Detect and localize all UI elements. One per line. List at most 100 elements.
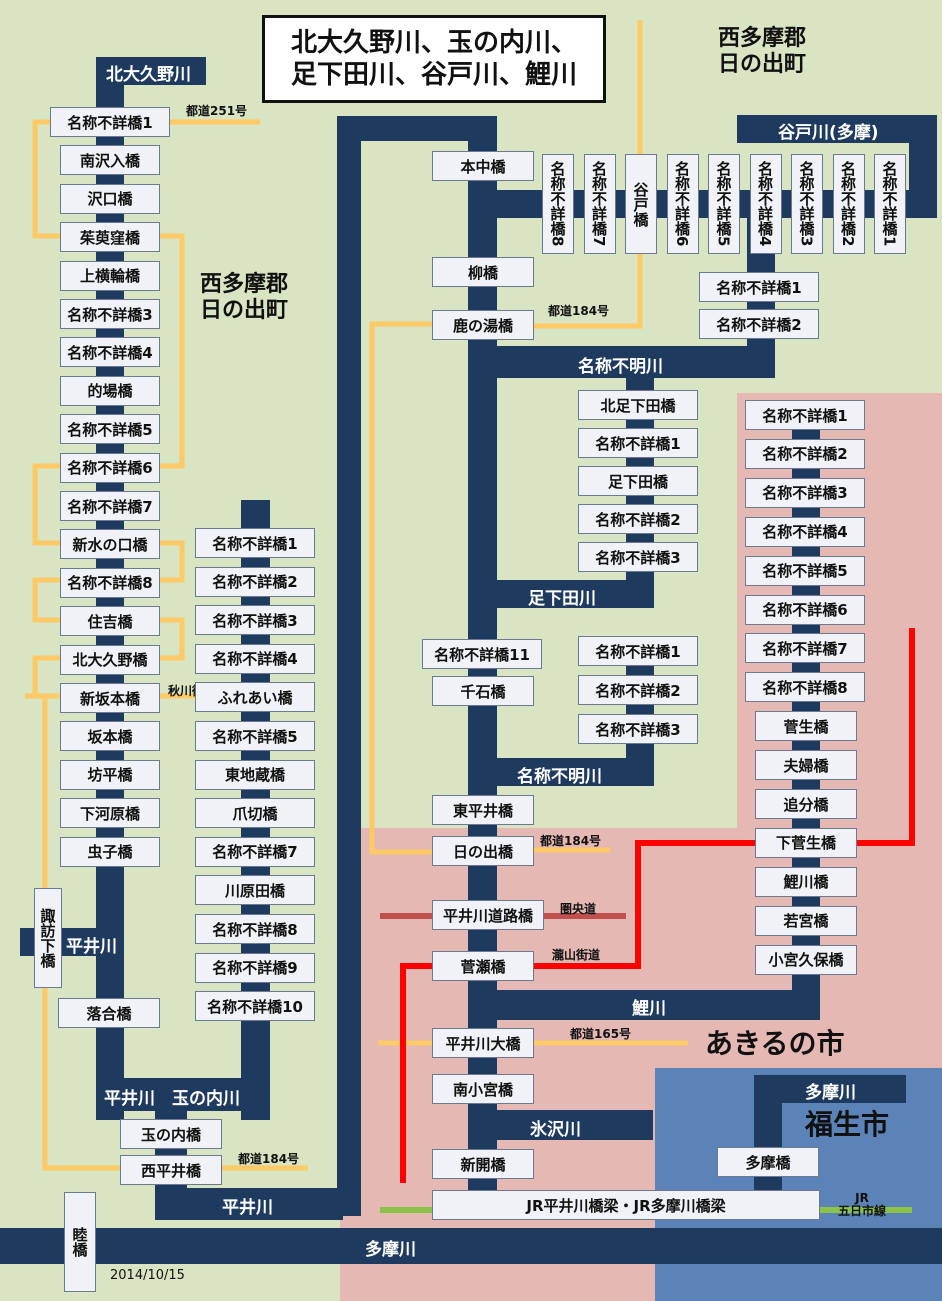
label-hirai-tamanouchi: 平井川 玉の内川: [104, 1089, 240, 1109]
bridge-bridges_hirai_main-4: 千石橋: [432, 676, 534, 706]
label-takiyama: 瀧山街道: [552, 948, 601, 962]
bridge-bridges_kitaono-8: 名称不詳橋5: [60, 414, 160, 445]
bridge-bridges_ashigeta-0: 北足下田橋: [578, 390, 698, 420]
bridge-bridges_yato-1: 名称不詳橋7: [583, 154, 616, 254]
label-todo251: 都道251号: [186, 104, 248, 118]
river-meisho2-h: [497, 758, 654, 786]
bridge-bridges_ashigeta-2: 足下田橋: [578, 466, 698, 496]
label-tama-fussa: 多摩川: [805, 1083, 856, 1103]
bridge-bridges_hirai_main-11: 新開橋: [432, 1149, 534, 1179]
bridge-bridges_kitaono-14: 北大久野橋: [60, 644, 160, 675]
bridge-bridges_kitaono-5: 名称不詳橋3: [60, 299, 160, 329]
bridge-bridges_koi-7: 名称不詳橋8: [745, 672, 865, 703]
bridge-bridges_hirai_main-7: 平井川道路橋: [432, 900, 544, 930]
river-hirai-bottom: [155, 1188, 343, 1220]
area-fussa: 福生市: [805, 1108, 890, 1141]
river-meisho1-h: [497, 346, 775, 378]
label-meisho1: 名称不明川: [578, 357, 663, 377]
bridge-bridges_koi-6: 名称不詳橋7: [745, 633, 865, 664]
bridge-bridges_tamanouchi-9: 川原田橋: [195, 875, 315, 906]
bridge-bridges_hirai_main-3: 名称不詳橋11: [422, 639, 542, 669]
bridge-bridges_hirai_lower-1: 西平井橋: [120, 1155, 222, 1185]
bridge-bridges_koi-3: 名称不詳橋4: [745, 516, 865, 547]
bridge-bridges_kitaono-19: 虫子橋: [60, 836, 160, 867]
bridge-bridges_koi-4: 名称不詳橋5: [745, 555, 865, 586]
bridge-bridges_koi-0: 名称不詳橋1: [745, 400, 865, 430]
bridge-bridges_hirai_main-8: 菅瀬橋: [432, 951, 534, 981]
river-yato-label-bar: [737, 115, 937, 143]
bridge-bridges_ashigeta-1: 名称不詳橋1: [578, 428, 698, 458]
bridge-bridges_meisho2-0: 名称不詳橋1: [578, 636, 698, 666]
bridge-mutsumi: 睦橋: [64, 1192, 96, 1292]
bridge-bridges_tamanouchi-2: 名称不詳橋3: [195, 605, 315, 636]
map-date: 2014/10/15: [110, 1268, 185, 1283]
label-yatogawa: 谷戸川(多摩): [778, 123, 879, 143]
bridge-ochiai: 落合橋: [58, 998, 160, 1028]
bridge-bridges_hirai_lower-0: 玉の内橋: [120, 1119, 222, 1149]
bridge-bridges_kitaono-18: 下河原橋: [60, 798, 160, 829]
bridge-bridges_yato-6: 名称不詳橋3: [791, 154, 823, 254]
bridge-bridges_tamanouchi-1: 名称不詳橋2: [195, 566, 315, 597]
bridge-bridges_kitaono-17: 坊平橋: [60, 759, 160, 790]
river-hirai-main-left: [337, 116, 361, 1216]
bridge-bridges_tamanouchi-5: 名称不詳橋5: [195, 721, 315, 751]
label-todo165: 都道165号: [570, 1027, 632, 1041]
bridge-bridges_koi-1: 名称不詳橋2: [745, 438, 865, 469]
bridge-bridges_koi-12: 鯉川橋: [755, 866, 857, 897]
river-hirai-join: [96, 1078, 270, 1111]
label-ashigeta: 足下田川: [528, 589, 596, 609]
area-akiruno: あきるの市: [705, 1027, 845, 1060]
map-title: 北大久野川、玉の内川、 足下田川、谷戸川、鯉川: [262, 15, 606, 103]
bridge-bridges_koi-8: 菅生橋: [755, 711, 857, 742]
area-hinode-top: 西多摩郡日の出町: [718, 26, 807, 78]
bridge-bridges_koi-13: 若宮橋: [755, 905, 857, 936]
bridge-bridges_kitaono-1: 南沢入橋: [60, 145, 160, 176]
bridge-bridges_kitaono-6: 名称不詳橋4: [60, 337, 160, 368]
bridge-bridges_tamanouchi-3: 名称不詳橋4: [195, 643, 315, 674]
bridge-bridges_koi-5: 名称不詳橋6: [745, 594, 865, 625]
bridge-bridges_yato-4: 名称不詳橋5: [708, 154, 740, 254]
bridge-bridges_meisho1-0: 名称不詳橋1: [699, 272, 819, 302]
bridge-jr: JR平井川橋梁・JR多摩川橋梁: [432, 1190, 820, 1220]
label-kitaono: 北大久野川: [106, 65, 191, 85]
bridge-bridges_tamanouchi-0: 名称不詳橋1: [195, 528, 315, 558]
river-tama-fussa-h: [754, 1075, 906, 1103]
label-koigawa: 鯉川: [632, 999, 666, 1019]
river-koi-h: [497, 990, 820, 1020]
bridge-bridges_kitaono-0: 名称不詳橋1: [50, 107, 170, 137]
bridge-bridges_koi-9: 夫婦橋: [755, 750, 857, 781]
river-hikawa: [497, 1110, 653, 1140]
bridge-bridges_tamanouchi-7: 爪切橋: [195, 798, 315, 829]
bridge-bridges_hirai_main-0: 本中橋: [432, 151, 534, 181]
label-meisho2: 名称不明川: [517, 767, 602, 787]
bridge-bridges_yato-5: 名称不詳橋4: [749, 154, 782, 254]
bridge-bridges_kitaono-12: 名称不詳橋8: [60, 567, 160, 598]
bridge-bridges_kitaono-11: 新水の口橋: [60, 529, 160, 560]
bridge-bridges_koi-10: 追分橋: [755, 789, 857, 819]
bridge-bridges_yato-3: 名称不詳橋6: [666, 154, 699, 254]
bridge-bridges_yato-2: 谷戸橋: [625, 154, 657, 254]
bridge-bridges_ashigeta-4: 名称不詳橋3: [578, 542, 698, 572]
bridge-bridges_hirai_main-2: 鹿の湯橋: [432, 310, 534, 340]
river-ashigeta-h: [497, 580, 654, 608]
bridge-bridges_koi-2: 名称不詳橋3: [745, 477, 865, 508]
label-hiraikawa-bottom: 平井川: [222, 1198, 273, 1218]
title-line1: 北大久野川、玉の内川、: [290, 27, 577, 58]
bridge-bridges_kitaono-13: 住吉橋: [60, 606, 160, 637]
bridge-suwashita: 諏訪下橋: [34, 888, 62, 988]
area-hinode-mid: 西多摩郡日の出町: [200, 272, 289, 324]
label-kenodo: 圏央道: [560, 902, 597, 916]
bridge-bridges_hirai_main-5: 東平井橋: [432, 795, 534, 825]
bridge-bridges_yato-8: 名称不詳橋1: [874, 154, 906, 254]
bridge-bridges_tamanouchi-11: 名称不詳橋9: [195, 952, 315, 983]
bridge-bridges_tamanouchi-6: 東地蔵橋: [195, 759, 315, 790]
label-tamagawa: 多摩川: [365, 1240, 416, 1260]
bridge-bridges_meisho1-1: 名称不詳橋2: [699, 309, 819, 339]
label-todo184-b: 都道184号: [540, 834, 602, 848]
label-hiraikawa-left: 平井川: [66, 937, 117, 957]
bridge-bridges_yato-0: 名称不詳橋8: [542, 154, 574, 254]
bridge-bridges_kitaono-10: 名称不詳橋7: [60, 491, 160, 521]
bridge-bridges_meisho2-1: 名称不詳橋2: [578, 675, 698, 705]
